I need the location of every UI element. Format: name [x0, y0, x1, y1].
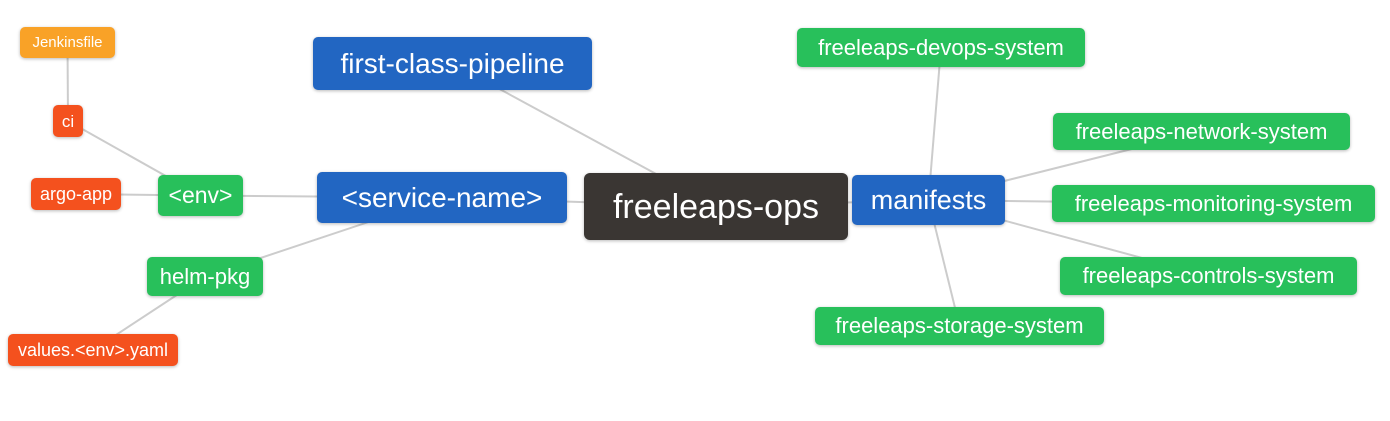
mindmap-node-helm-pkg[interactable]: helm-pkg [147, 257, 263, 296]
mindmap-node-ci[interactable]: ci [53, 105, 83, 137]
mindmap-node-values-env-yaml[interactable]: values.<env>.yaml [8, 334, 178, 366]
mindmap-node-jenkinsfile[interactable]: Jenkinsfile [20, 27, 115, 58]
edge-manifests-devops-system [927, 47, 942, 201]
mindmap-node-monitoring-system[interactable]: freeleaps-monitoring-system [1052, 185, 1375, 222]
mindmap-node-freeleaps-ops[interactable]: freeleaps-ops [584, 173, 848, 240]
mindmap-node-storage-system[interactable]: freeleaps-storage-system [815, 307, 1104, 345]
mindmap-node-manifests[interactable]: manifests [852, 175, 1005, 225]
mindmap-node-controls-system[interactable]: freeleaps-controls-system [1060, 257, 1357, 295]
mindmap-node-env[interactable]: <env> [158, 175, 243, 216]
mindmap-node-devops-system[interactable]: freeleaps-devops-system [797, 28, 1085, 67]
mindmap-node-service-name[interactable]: <service-name> [317, 172, 567, 223]
mindmap-node-network-system[interactable]: freeleaps-network-system [1053, 113, 1350, 150]
mindmap-node-argo-app[interactable]: argo-app [31, 178, 121, 210]
mindmap-node-first-class-pipeline[interactable]: first-class-pipeline [313, 37, 592, 90]
